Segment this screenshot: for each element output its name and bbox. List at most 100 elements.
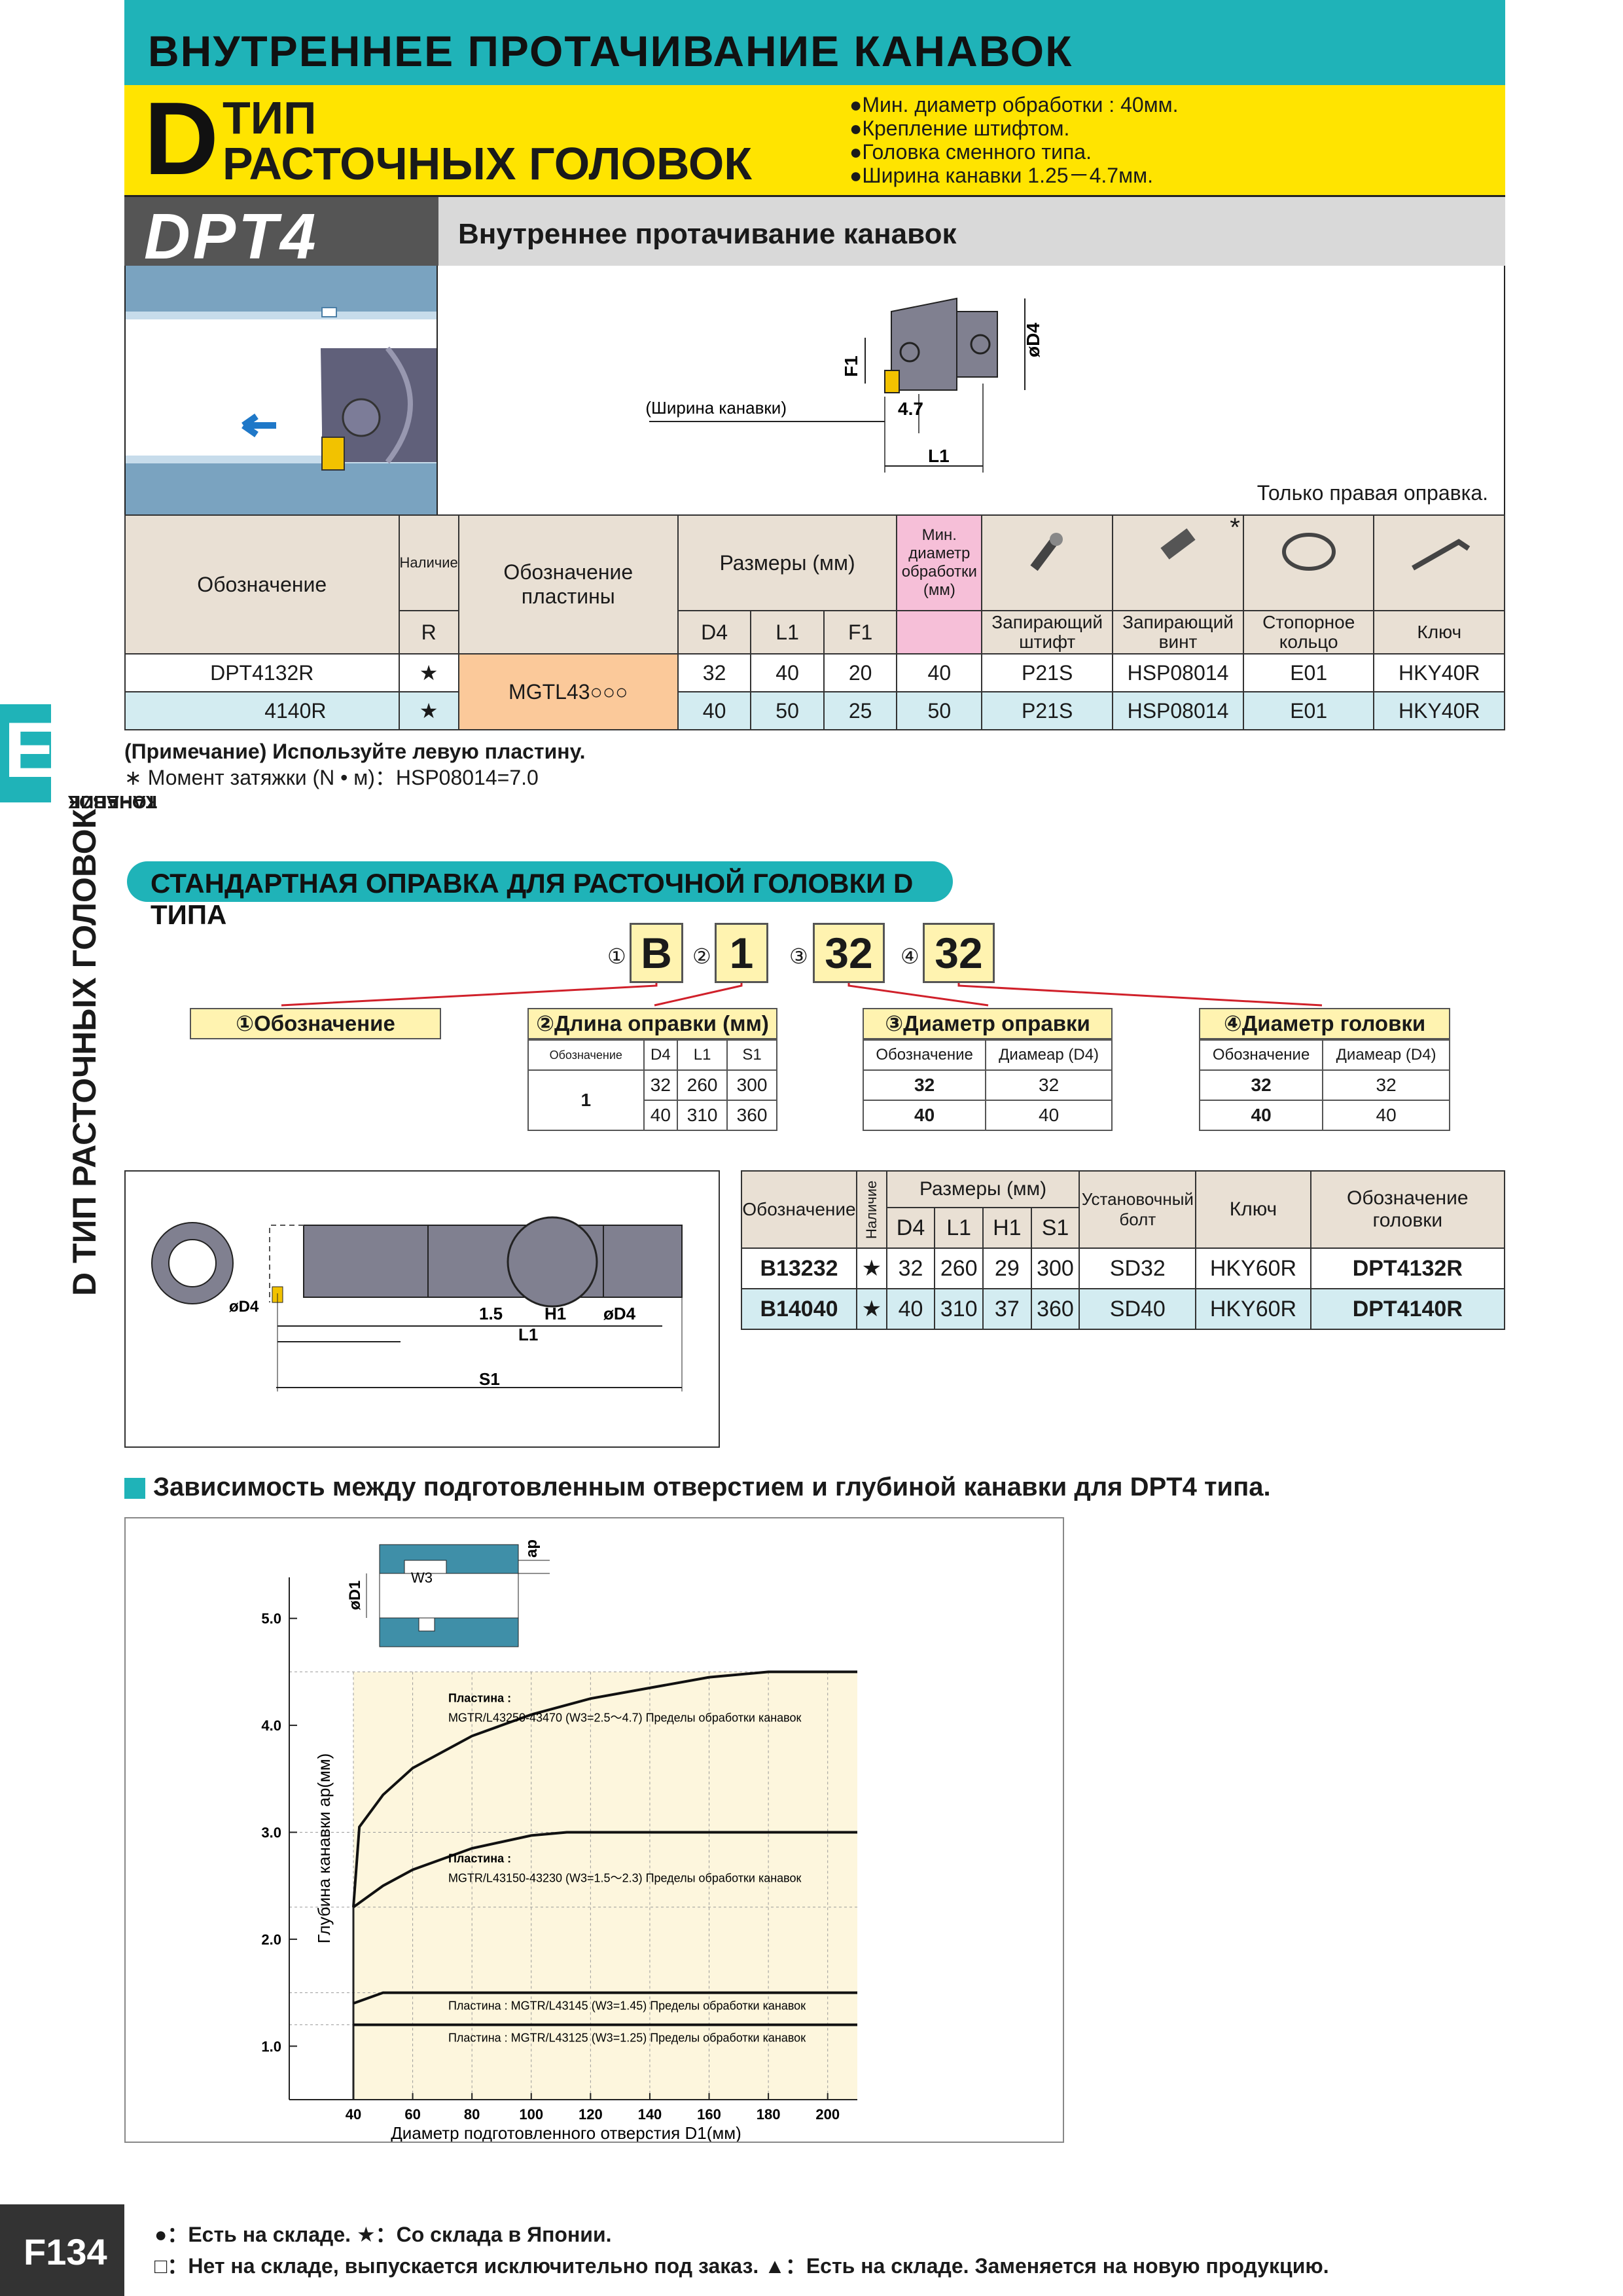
- col-designation: Обозначение: [124, 514, 400, 655]
- cell: ★: [855, 1288, 887, 1330]
- holder-d4-label: øD4: [229, 1298, 259, 1316]
- row-l1: 40: [750, 653, 825, 692]
- col-min-dia: Мин. диаметр обработки(мм): [896, 514, 983, 611]
- page-number: F134: [24, 2231, 107, 2272]
- product-title: Внутреннее протачивание канавок: [458, 218, 957, 250]
- f1-label: F1: [841, 355, 861, 377]
- cell: 260: [677, 1069, 728, 1101]
- legend-length-title: ②Длина оправки (мм): [527, 1008, 777, 1039]
- h-key: Ключ: [1195, 1170, 1311, 1249]
- clamp-screw: [342, 398, 381, 437]
- cell: 32: [885, 1247, 936, 1289]
- row-avail: ★: [398, 691, 459, 730]
- code-part-num: ③: [789, 944, 808, 968]
- legend-code: 1: [527, 1069, 645, 1131]
- code-part-box: B: [630, 923, 683, 983]
- row-pin: P21S: [981, 691, 1114, 730]
- holder-drawing: øD4 1.5 H1 øD4 L1 S1: [151, 1216, 683, 1391]
- cell: 32: [862, 1069, 987, 1101]
- inset-w3-label: W3: [411, 1570, 433, 1586]
- col-lock-screw-icon: *: [1112, 513, 1244, 611]
- cell: 37: [982, 1288, 1032, 1330]
- col-min-dia-blank: [896, 610, 983, 655]
- min-dia-unit: (мм): [923, 581, 955, 599]
- row-min: 40: [896, 653, 983, 692]
- screw-mark: *: [1230, 513, 1240, 542]
- holder-d4b-label: øD4: [603, 1304, 636, 1323]
- cell: 360: [726, 1100, 777, 1131]
- footer-legend: ●：Есть на складе. ★：Со склада в Японии. …: [154, 2219, 1329, 2282]
- legend-holder-dia-title: ③Диаметр оправки (мм): [863, 1008, 1113, 1064]
- section-main-text: D ТИП РАСТОЧНЫХ ГОЛОВОК: [66, 808, 103, 1296]
- chart-section-title: Зависимость между подготовленным отверст…: [153, 1473, 1271, 1501]
- footer-legend-line1: ●：Есть на складе. ★：Со склада в Японии.: [154, 2223, 612, 2246]
- y-tick-label: 4.0: [261, 1717, 281, 1734]
- code-leader-lines: [281, 983, 1323, 1007]
- holder-front: [303, 1225, 429, 1298]
- holder-section: [507, 1216, 598, 1308]
- min-dia-label: Мин. диаметр обработки: [901, 526, 977, 581]
- insert-cell: MGTL43○○○: [457, 653, 679, 730]
- row-screw: HSP08014: [1112, 691, 1244, 730]
- chart-plot-fill: [353, 1672, 857, 2100]
- bore-wall-top: [126, 266, 437, 312]
- holder-drawing-box: øD4 1.5 H1 øD4 L1 S1: [124, 1170, 720, 1448]
- row-code: 4140R: [124, 691, 400, 730]
- cell: B14040: [741, 1288, 857, 1330]
- feed-arrow-icon: [241, 413, 276, 438]
- groove-top: [321, 307, 337, 317]
- col-stop-ring: Стопорное кольцо: [1242, 610, 1375, 655]
- legend-head-dia-title: ④Диаметр головки (мм): [1199, 1008, 1450, 1064]
- series-label: MGTR/L43150-43230 (W3=1.5～2.3) Пределы о…: [448, 1871, 802, 1884]
- product-code: DPT4: [144, 200, 319, 272]
- col-insert: Обозначение пластины: [457, 514, 679, 655]
- row-d4: 32: [677, 653, 752, 692]
- y-tick-label: 5.0: [261, 1611, 281, 1627]
- feature-bullet: Головка сменного типа.: [849, 140, 1179, 164]
- page-number-box: F134: [0, 2204, 124, 2296]
- head-drawing-shank: [956, 311, 998, 378]
- holder-15-label: 1.5: [479, 1304, 503, 1323]
- chart-ylabel: Глубина канавки ap(мм): [314, 1753, 334, 1944]
- col-d4: D4: [677, 610, 752, 655]
- inset-ap-label: ap: [523, 1539, 541, 1558]
- table-row: B14040 ★ 40 310 37 360 SD40 HKY60R DPT41…: [741, 1288, 1506, 1330]
- type-line1: ТИП: [223, 92, 317, 143]
- col-key-icon: [1373, 514, 1505, 611]
- col-l1: L1: [750, 610, 825, 655]
- row-l1: 50: [750, 691, 825, 730]
- row-f1: 20: [823, 653, 898, 692]
- series-label: Пластина : MGTR/L43125 (W3=1.25) Пределы…: [448, 2032, 806, 2045]
- legend-designation: ①Обозначение: [190, 1008, 441, 1039]
- h-l1: L1: [934, 1207, 984, 1249]
- holder-h1-label: H1: [544, 1304, 566, 1323]
- note-left-insert: (Примечание) Используйте левую пластину.: [124, 740, 586, 763]
- col-key: Ключ: [1373, 610, 1505, 655]
- x-tick-label: 40: [346, 2106, 361, 2123]
- series-label: Пластина :: [448, 1691, 511, 1704]
- series-label: Пластина :: [448, 1852, 511, 1865]
- stop-ring-icon: [1281, 533, 1336, 571]
- x-tick-label: 180: [757, 2106, 781, 2123]
- cell: SD32: [1079, 1247, 1197, 1289]
- x-tick-label: 60: [404, 2106, 420, 2123]
- th: S1: [726, 1039, 777, 1071]
- x-tick-label: 100: [519, 2106, 543, 2123]
- section-letter-tab: E: [0, 704, 56, 802]
- code-part-box: 32: [923, 923, 995, 983]
- cell: ★: [855, 1247, 887, 1289]
- feature-bullet: Крепление штифтом.: [849, 117, 1179, 140]
- feature-bullet: Ширина канавки 1.25－4.7мм.: [849, 164, 1179, 187]
- l1-label: L1: [928, 446, 950, 466]
- series-line: [353, 1991, 857, 2005]
- header-title-bar: ВНУТРЕННЕЕ ПРОТАЧИВАНИЕ КАНАВОК: [124, 0, 1505, 85]
- dim-47-label: 4.7: [898, 399, 923, 419]
- row-d4: 40: [677, 691, 752, 730]
- product-drawing-area: (Ширина канавки) 4.7 L1 F1 øD4 Только пр…: [124, 266, 1505, 514]
- bore-edge-top: [126, 312, 437, 319]
- boring-head-body: [321, 348, 437, 462]
- section-letter: E: [4, 706, 57, 794]
